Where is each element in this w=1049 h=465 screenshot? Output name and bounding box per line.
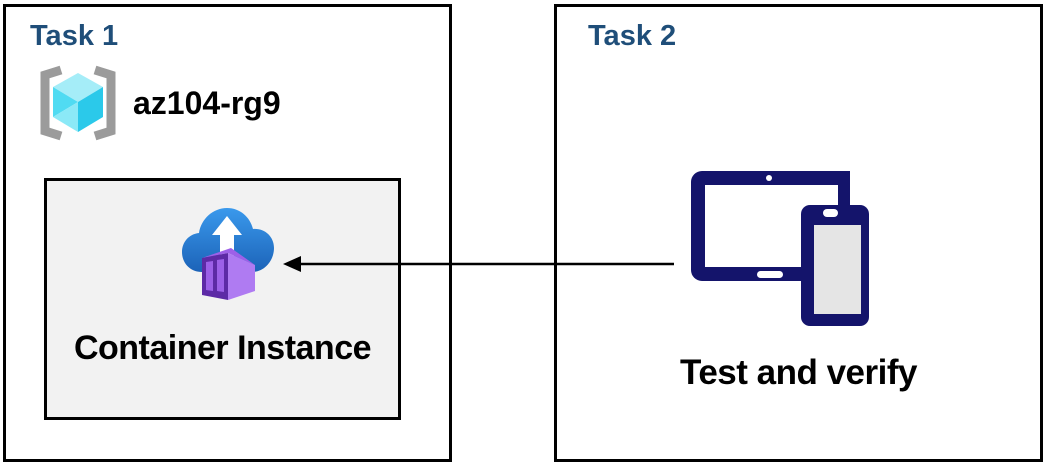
container-door-right [217, 259, 224, 292]
bracket-left [40, 65, 63, 141]
devices-label: Test and verify [680, 353, 917, 392]
cube-left-lower-face [53, 102, 78, 132]
cube-left-face [53, 87, 78, 117]
task1-box: Task 1 az104-rg9 [3, 4, 452, 462]
arrow-head-icon [283, 256, 301, 272]
bracket-right [93, 65, 116, 141]
resource-group-name: az104-rg9 [133, 85, 281, 121]
upload-arrow [212, 216, 242, 260]
container-instance-label: Container Instance [73, 329, 372, 367]
phone-speaker-icon [823, 209, 838, 217]
task2-title: Task 2 [588, 20, 677, 52]
container-top-face [202, 248, 255, 265]
cube-top-face [53, 73, 103, 102]
resource-group-icon [40, 65, 116, 141]
phone-screen [814, 225, 861, 314]
container-instance-panel: Container Instance [44, 178, 401, 420]
tablet-camera-icon [766, 175, 772, 181]
phone-screen-top-edge [814, 225, 861, 226]
arrow-connector [283, 256, 674, 272]
container-front-face [202, 253, 228, 300]
tablet-right-edge [839, 171, 850, 225]
task2-box: Task 2 Test and verify [554, 4, 1043, 462]
task1-title: Task 1 [30, 20, 119, 52]
container-instance-icon [182, 208, 274, 300]
container-door-left [206, 261, 213, 291]
devices-icon [691, 171, 869, 326]
cube-right-face [78, 87, 103, 132]
container-right-face [228, 253, 255, 300]
tablet-home-button [757, 271, 783, 278]
